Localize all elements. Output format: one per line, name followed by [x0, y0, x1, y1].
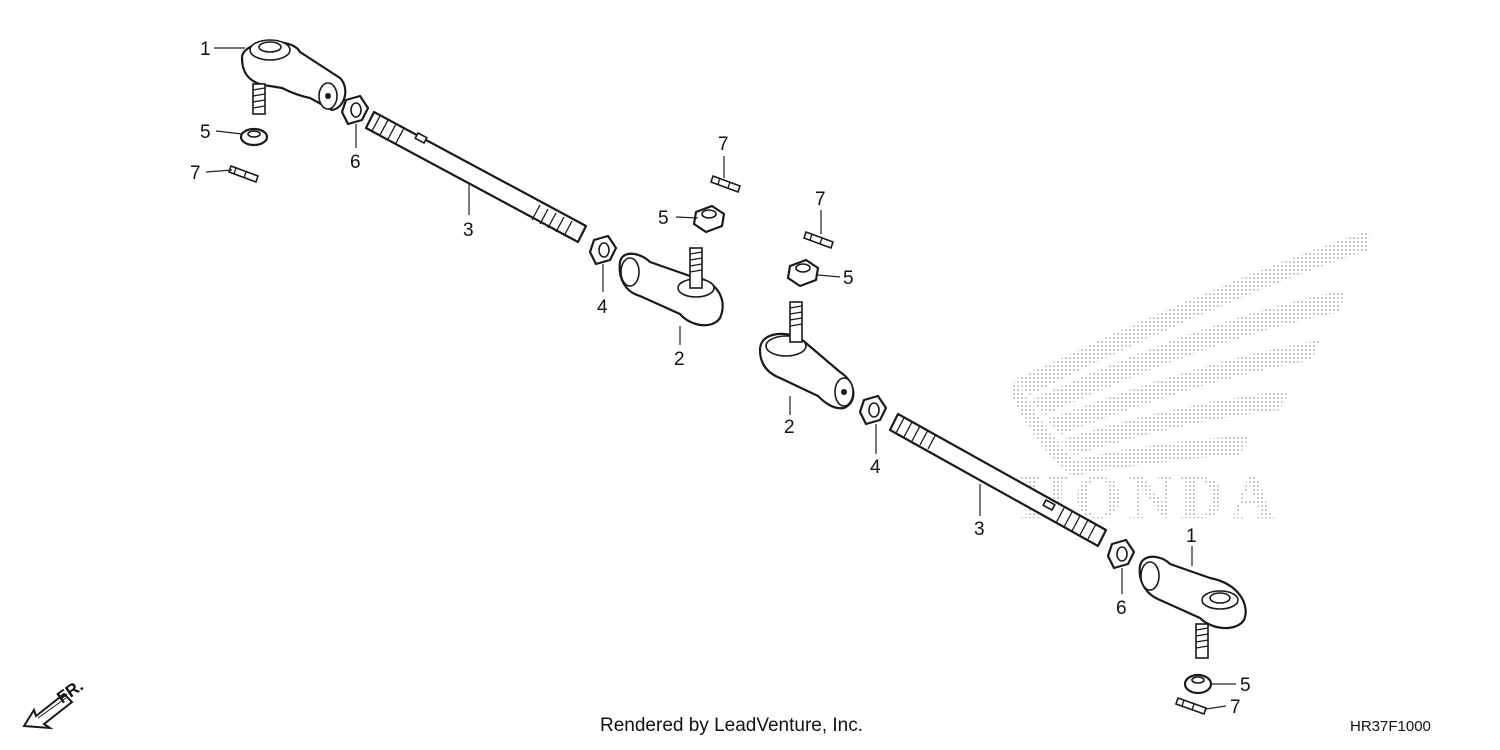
callout-3-right: 3 [974, 519, 985, 540]
lock-nut-4-left [588, 234, 618, 266]
callout-7-right: 7 [1230, 697, 1241, 718]
callout-1-right: 1 [1186, 526, 1197, 547]
cotter-pin-7-left [227, 164, 260, 184]
callout-4-right: 4 [870, 457, 881, 478]
callout-5-right: 5 [1240, 675, 1251, 696]
callout-7-left: 7 [190, 163, 201, 184]
callout-5-left: 5 [200, 122, 211, 143]
front-direction-arrow-icon [22, 692, 74, 730]
tie-rod-end-1-right [1138, 555, 1247, 659]
tie-rod-3-right [888, 412, 1108, 548]
callout-6-right: 6 [1116, 598, 1127, 619]
tie-rod-end-2-right [758, 301, 855, 410]
nut-5-right [1183, 673, 1213, 695]
lock-nut-6-left [340, 94, 370, 126]
cotter-pin-7-center-right [802, 230, 835, 250]
cotter-pin-7-center-left [709, 174, 742, 194]
callout-1-left: 1 [200, 39, 211, 60]
render-credit: Rendered by LeadVenture, Inc. [600, 715, 863, 736]
callout-4-left: 4 [597, 297, 608, 318]
tie-rod-end-2-left [618, 247, 724, 327]
callout-5-center-right: 5 [843, 268, 854, 289]
callout-3-left: 3 [463, 220, 474, 241]
leader-lines [205, 47, 1236, 710]
tie-rod-end-1-left [240, 39, 347, 115]
callout-5-center-left: 5 [658, 208, 669, 229]
lock-nut-4-right [858, 394, 888, 426]
nut-5-center-left [692, 204, 726, 234]
cotter-pin-7-right [1174, 696, 1208, 716]
tie-rod-3-left [364, 110, 588, 244]
callout-6-left: 6 [350, 152, 361, 173]
diagram-code: HR37F1000 [1350, 718, 1431, 735]
callout-7-center-right: 7 [815, 189, 826, 210]
callout-7-center-left: 7 [718, 134, 729, 155]
callout-2-left: 2 [674, 349, 685, 370]
lock-nut-6-right [1106, 538, 1136, 570]
nut-5-center-right [786, 258, 820, 288]
callout-2-right: 2 [784, 417, 795, 438]
honda-wing-logo-icon [1010, 230, 1370, 478]
nut-5-left [239, 127, 269, 147]
